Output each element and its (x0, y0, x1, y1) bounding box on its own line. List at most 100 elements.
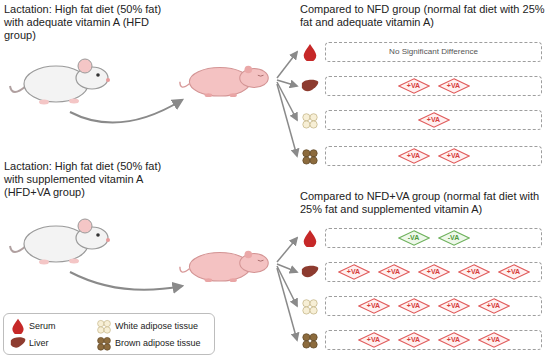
diamond-shape (358, 299, 388, 313)
diamond-shape (438, 333, 468, 347)
fan-arrow (277, 84, 297, 156)
diamond-shape (458, 265, 488, 279)
legend-icon (10, 318, 26, 334)
mother-mouse (10, 219, 110, 265)
vitamin-a-diamond: +VA (398, 148, 430, 164)
diamond-shape (418, 265, 448, 279)
result-row: +VA +VA +VA +VA (325, 296, 542, 316)
diamond-label: +VA (418, 112, 450, 128)
vitamin-a-diamond: +VA (418, 112, 450, 128)
legend-icon (96, 335, 112, 351)
fan-arrow (277, 52, 297, 78)
legend-text: Brown adipose tissue (115, 338, 201, 348)
serum-icon (304, 230, 317, 248)
diamond-shape (398, 231, 428, 245)
legend-icon-shape (12, 319, 23, 334)
result-row: +VA (325, 110, 542, 130)
diamond-label: +VA (338, 264, 370, 280)
vitamin-a-diamond: +VA (378, 264, 410, 280)
result-row: +VA +VA (325, 76, 542, 96)
diamond-shape (478, 299, 508, 313)
diamond-label: -VA (398, 230, 430, 246)
result-text: No Significant Difference (326, 43, 541, 61)
diamond-shape (398, 79, 428, 93)
comparison-heading: Compared to NFD group (normal fat diet w… (300, 3, 546, 29)
lactation-arrow (70, 272, 182, 290)
pup-mouse (180, 251, 268, 282)
fan-arrow (277, 238, 297, 262)
fan-arrow (277, 266, 297, 306)
liver-icon (302, 80, 318, 92)
legend-icon-shape (98, 320, 111, 333)
diamond-shape (438, 149, 468, 163)
diamond-shape (358, 333, 388, 347)
legend-icon (96, 318, 112, 334)
legend-entry: White adipose tissue (96, 318, 198, 334)
diamond-shape (378, 265, 408, 279)
group-label: Lactation: High fat diet (50% fat) with … (4, 160, 176, 200)
diamond-label: +VA (458, 264, 490, 280)
vitamin-a-diamond: +VA (418, 264, 450, 280)
diamond-shape (398, 299, 428, 313)
legend-entry: Brown adipose tissue (96, 335, 201, 351)
vitamin-a-diamond: +VA (338, 264, 370, 280)
vitamin-a-diamond: -VA (398, 230, 430, 246)
diamond-shape (438, 79, 468, 93)
diamond-shape (498, 265, 528, 279)
vitamin-a-diamond: +VA (438, 332, 470, 348)
diamond-label: +VA (398, 78, 430, 94)
liver-icon (302, 266, 318, 278)
diamond-shape (478, 333, 508, 347)
diamond-label: +VA (478, 332, 510, 348)
vitamin-a-diamond: +VA (438, 298, 470, 314)
vitamin-a-diamond: +VA (398, 78, 430, 94)
legend-entry: Serum (10, 318, 56, 334)
legend-text: Serum (29, 321, 56, 331)
serum-icon (304, 44, 317, 62)
diamond-label: +VA (398, 332, 430, 348)
diamond-label: +VA (398, 298, 430, 314)
result-row: No Significant Difference (325, 42, 542, 62)
comparison-heading: Compared to NFD+VA group (normal fat die… (300, 190, 546, 216)
vitamin-a-diamond: +VA (398, 332, 430, 348)
diamond-label: +VA (438, 78, 470, 94)
vitamin-a-diamond: +VA (498, 264, 530, 280)
legend-box: Serum White adipose tissueLiver Brown adip… (3, 313, 215, 355)
diamond-label: +VA (478, 298, 510, 314)
vitamin-a-diamond: +VA (358, 332, 390, 348)
diamond-label: +VA (498, 264, 530, 280)
result-row: +VA +VA +VA +VA (325, 330, 542, 350)
vitamin-a-diamond: +VA (438, 148, 470, 164)
diamond-label: +VA (358, 298, 390, 314)
brown-adipose-icon (303, 334, 317, 348)
diamond-shape (438, 231, 468, 245)
brown-adipose-icon (303, 150, 317, 164)
vitamin-a-diamond: +VA (478, 298, 510, 314)
fan-arrow (277, 268, 297, 340)
vitamin-a-diamond: +VA (458, 264, 490, 280)
legend-icon-shape (11, 337, 26, 347)
result-row: -VA -VA (325, 228, 542, 248)
vitamin-a-diamond: +VA (478, 332, 510, 348)
group-label: Lactation: High fat diet (50% fat) with … (4, 3, 176, 43)
diamond-label: -VA (438, 230, 470, 246)
diamond-label: +VA (438, 332, 470, 348)
diamond-shape (438, 299, 468, 313)
vitamin-a-diamond: +VA (398, 298, 430, 314)
diamond-label: +VA (358, 332, 390, 348)
lactation-arrow (70, 100, 182, 123)
diamond-shape (398, 149, 428, 163)
diamond-label: +VA (438, 298, 470, 314)
diamond-shape (398, 333, 428, 347)
legend-text: Liver (29, 338, 49, 348)
diamond-label: +VA (398, 148, 430, 164)
fan-arrow (277, 80, 297, 86)
diamond-label: +VA (418, 264, 450, 280)
result-row: +VA +VA (325, 146, 542, 166)
legend-text: White adipose tissue (115, 321, 198, 331)
legend-icon (10, 335, 26, 351)
fan-arrow (277, 82, 297, 120)
vitamin-a-diamond: +VA (358, 298, 390, 314)
vitamin-a-diamond: -VA (438, 230, 470, 246)
